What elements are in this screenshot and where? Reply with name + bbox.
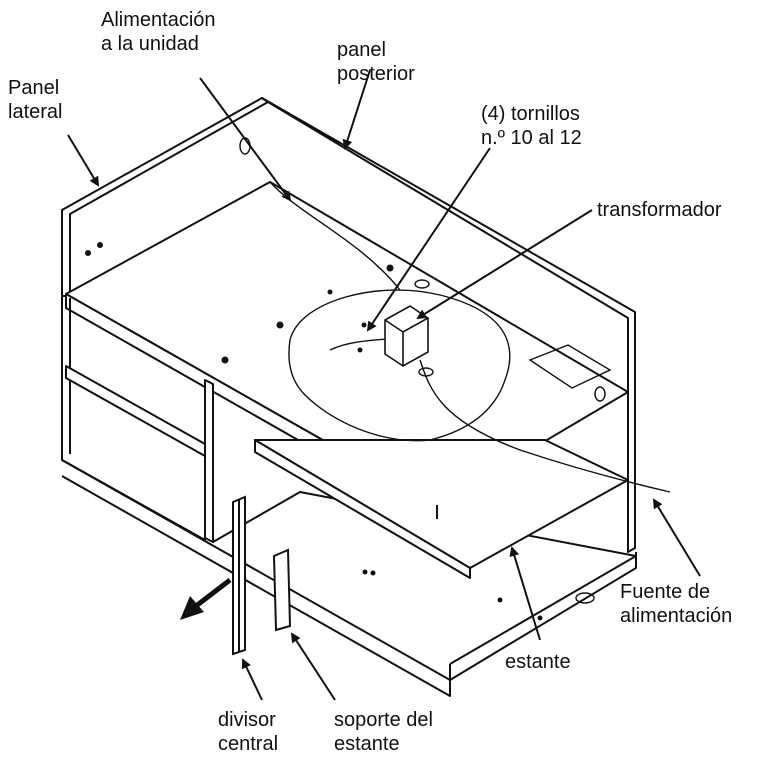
kick-base — [61, 459, 451, 697]
leader-fuente — [652, 498, 701, 577]
label-panel-posterior: panel posterior — [337, 39, 415, 85]
direction-arrow — [180, 578, 232, 620]
leader-divisor — [241, 658, 263, 701]
shelf — [254, 439, 629, 569]
label-soporte-estante: soporte del estante — [334, 709, 433, 755]
leader-estante — [509, 546, 541, 641]
wiring-cutout — [288, 289, 511, 442]
label-divisor-central: divisor central — [218, 709, 279, 755]
label-transformador: transformador — [597, 199, 722, 221]
leader-alimentacion — [199, 77, 292, 202]
leader-transformador — [416, 209, 593, 320]
leader-tornillos — [366, 147, 491, 332]
label-alimentacion-unidad: Alimentación a la unidad — [101, 9, 216, 55]
label-fuente-alimentacion: Fuente de alimentación — [620, 581, 733, 627]
internal-shelf — [65, 365, 206, 457]
label-panel-lateral: Panel lateral — [8, 77, 63, 123]
screw-dots — [85, 242, 543, 621]
label-estante: estante — [505, 651, 571, 673]
leader-panel-lateral — [67, 134, 100, 187]
leader-soporte — [290, 632, 336, 701]
shelf-support-post — [272, 548, 292, 632]
transformer — [384, 305, 429, 367]
leader-panel-posterior — [342, 69, 371, 150]
label-tornillos: (4) tornillos n.º 10 al 12 — [481, 103, 582, 149]
